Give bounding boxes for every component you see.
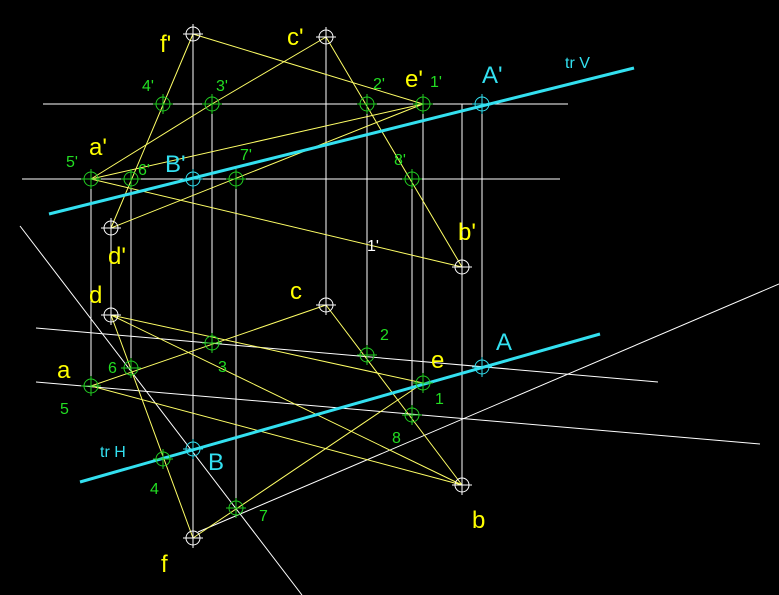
label-A-prime: A' bbox=[482, 62, 503, 89]
edge-a-b-upper bbox=[90, 178, 463, 268]
edge-c-3-upper bbox=[211, 36, 327, 105]
section-line-lower-1 bbox=[35, 327, 659, 383]
label-1: 1 bbox=[435, 391, 444, 408]
edge-a-e-upper bbox=[90, 103, 424, 180]
label-a-prime: a' bbox=[89, 134, 107, 161]
edge-d-f-lower bbox=[110, 314, 194, 539]
label-3: 3 bbox=[218, 359, 227, 376]
trace-v-line bbox=[48, 66, 635, 216]
trace-h-line bbox=[79, 332, 601, 484]
edge-c-b-upper bbox=[325, 36, 463, 268]
point-5-marker bbox=[81, 376, 101, 396]
point-c-prime-marker bbox=[316, 27, 336, 47]
point-1-prime-marker bbox=[413, 94, 433, 114]
label-c: c bbox=[290, 278, 302, 305]
label-B-prime: B' bbox=[165, 151, 186, 178]
label-f-prime: f' bbox=[160, 31, 171, 58]
label-7: 7 bbox=[259, 508, 268, 525]
point-4-marker bbox=[153, 449, 173, 469]
point-B-prime-marker bbox=[183, 169, 203, 189]
label-e-prime: e' bbox=[405, 66, 423, 93]
point-6-marker bbox=[121, 358, 141, 378]
label-2-prime: 2' bbox=[373, 76, 385, 93]
point-1-marker bbox=[413, 373, 433, 393]
label-1-prime: 1' bbox=[430, 74, 442, 91]
label-b: b bbox=[472, 507, 485, 534]
edge-a-c-lower bbox=[90, 304, 327, 387]
section-line-lower-2 bbox=[35, 381, 761, 445]
point-6-prime-marker bbox=[121, 169, 141, 189]
point-3-marker bbox=[202, 333, 222, 353]
label-trace-h: tr H bbox=[100, 444, 126, 461]
label-b-prime: b' bbox=[458, 219, 476, 246]
point-7-prime-marker bbox=[226, 169, 246, 189]
label-4-prime: 4' bbox=[142, 78, 154, 95]
point-A-marker bbox=[472, 357, 492, 377]
label-a: a bbox=[57, 357, 71, 384]
label-8-prime: 8' bbox=[394, 152, 406, 169]
point-d-marker bbox=[101, 305, 121, 325]
point-7-marker bbox=[226, 498, 246, 518]
label-B: B bbox=[208, 449, 224, 476]
point-b-prime-marker bbox=[452, 257, 472, 277]
point-f-prime-marker bbox=[183, 24, 203, 44]
point-4-prime-marker bbox=[153, 94, 173, 114]
edge-d-e-lower bbox=[110, 314, 424, 384]
point-A-prime-marker bbox=[472, 94, 492, 114]
label-d: d bbox=[89, 282, 102, 309]
point-3-prime-marker bbox=[202, 94, 222, 114]
point-c-marker bbox=[316, 295, 336, 315]
point-d-prime-marker bbox=[101, 218, 121, 238]
edge-f-d-upper bbox=[110, 33, 194, 229]
label-e: e bbox=[431, 347, 444, 374]
label-trace-v: tr V bbox=[565, 55, 590, 72]
label-2: 2 bbox=[380, 327, 389, 344]
label-1-prime-white: 1' bbox=[367, 238, 379, 255]
point-b-marker bbox=[452, 475, 472, 495]
label-5: 5 bbox=[60, 401, 69, 418]
point-8-prime-marker bbox=[402, 169, 422, 189]
diagonal-line bbox=[19, 225, 303, 595]
label-d-prime: d' bbox=[108, 243, 126, 270]
label-6-prime: 6' bbox=[138, 162, 150, 179]
label-4: 4 bbox=[150, 481, 159, 498]
edge-f-e-lower bbox=[192, 382, 424, 539]
edge-d-e-upper bbox=[110, 103, 424, 229]
point-5-prime-marker bbox=[81, 169, 101, 189]
edge-a-b-lower bbox=[90, 385, 463, 486]
label-6: 6 bbox=[108, 360, 117, 377]
edge-c-b-lower bbox=[325, 304, 463, 486]
label-c-prime: c' bbox=[287, 24, 304, 51]
point-f-marker bbox=[183, 528, 203, 548]
label-A: A bbox=[496, 329, 512, 356]
long-diagonal-line bbox=[197, 283, 779, 533]
point-2-prime-marker bbox=[357, 94, 377, 114]
point-2-marker bbox=[357, 345, 377, 365]
label-3-prime: 3' bbox=[216, 78, 228, 95]
label-8: 8 bbox=[392, 430, 401, 447]
edge-3-a-upper bbox=[90, 103, 213, 180]
point-8-marker bbox=[402, 405, 422, 425]
label-5-prime: 5' bbox=[66, 154, 78, 171]
edge-f-e-upper bbox=[192, 33, 424, 105]
edge-d-b-lower bbox=[110, 314, 463, 486]
point-B-marker bbox=[183, 439, 203, 459]
label-7-prime: 7' bbox=[240, 147, 252, 164]
label-f: f bbox=[161, 551, 168, 578]
